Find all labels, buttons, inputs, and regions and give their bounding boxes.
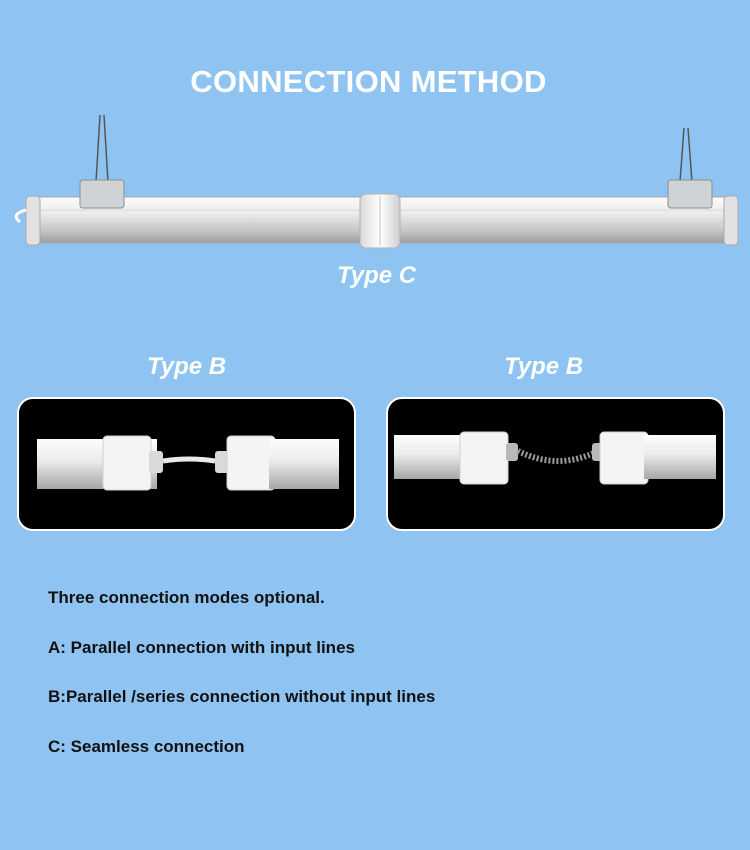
type-b-cable-connection-image bbox=[17, 397, 356, 531]
note-intro: Three connection modes optional. bbox=[48, 588, 325, 607]
type-b-caption-left: Type B bbox=[147, 353, 227, 380]
type-c-caption: Type C bbox=[337, 262, 417, 289]
note-type-b: B:Parallel /series connection without in… bbox=[48, 687, 436, 706]
type-b-caption-right: Type B bbox=[504, 353, 584, 380]
hero-image-seamless-fixtures bbox=[0, 110, 750, 270]
page-title: CONNECTION METHOD bbox=[190, 64, 547, 99]
type-b-conduit-connection-image bbox=[386, 397, 725, 531]
note-type-c: C: Seamless connection bbox=[48, 737, 245, 756]
note-type-a: A: Parallel connection with input lines bbox=[48, 638, 355, 657]
